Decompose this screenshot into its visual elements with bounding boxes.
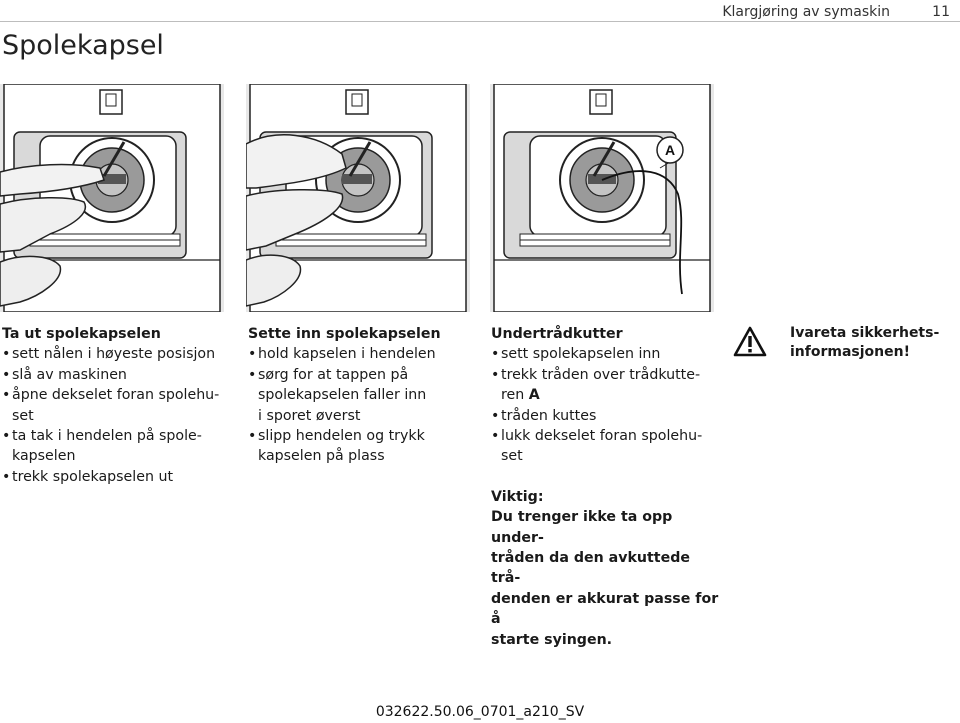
note-heading: Viktig: [491, 488, 544, 505]
bobbin-illustration-svg [0, 84, 224, 312]
instruction-list: sett nålen i høyeste posisjon slå av mas… [2, 344, 232, 487]
list-item: ta tak i hendelen på spole-kapselen [2, 426, 232, 467]
list-item: trekk tråden over trådkutte-ren A [491, 365, 721, 406]
callout-a-label: A [665, 142, 675, 158]
list-item: åpne dekselet foran spolehu-set [2, 385, 232, 426]
note-line: starte syingen. [491, 631, 613, 648]
list-item: lukk dekselet foran spolehu-set [491, 426, 721, 467]
footer-document-code: 032622.50.06_0701_a210_SV [375, 704, 585, 720]
header-section-title: Klargjøring av symaskin [722, 4, 890, 20]
list-item: sett spolekapselen inn [491, 344, 721, 365]
section-heading: Sette inn spolekapselen [248, 326, 441, 342]
note-line: Du trenger ikke ta opp under- [491, 509, 673, 546]
callout-a-icon [656, 136, 684, 164]
note-line: denden er akkurat passe for å [491, 590, 719, 628]
section-heading: Undertrådkutter [491, 326, 623, 342]
instruction-list: sett spolekapselen inn trekk tråden over… [491, 344, 721, 466]
illustration-insert-bobbin-case [246, 84, 470, 312]
column-thread-cutter: Undertrådkutter sett spolekapselen inn t… [491, 324, 721, 650]
list-item: slå av maskinen [2, 365, 232, 386]
bobbin-illustration-svg [246, 84, 470, 312]
note-line: tråden da den avkuttede trå- [491, 550, 690, 587]
page-title: Spolekapsel [2, 30, 164, 61]
instruction-list: hold kapselen i hendelen sørg for at tap… [248, 344, 478, 466]
illustration-remove-bobbin-case [0, 84, 224, 312]
column-remove-bobbin-case: Ta ut spolekapselen sett nålen i høyeste… [2, 324, 232, 488]
section-heading: Ta ut spolekapselen [2, 326, 161, 342]
list-item: trekk spolekapselen ut [2, 467, 232, 488]
list-item: hold kapselen i hendelen [248, 344, 478, 365]
bobbin-illustration-svg: A [490, 84, 714, 312]
warning-text: Ivareta sikkerhets- informasjonen! [790, 325, 940, 360]
warning-triangle-icon [733, 326, 767, 362]
list-item: sett nålen i høyeste posisjon [2, 344, 232, 365]
list-item: tråden kuttes [491, 406, 721, 427]
column-insert-bobbin-case: Sette inn spolekapselen hold kapselen i … [248, 324, 478, 467]
header-rule [0, 21, 960, 22]
illustration-thread-cutter: A [490, 84, 714, 312]
header-page-number: 11 [932, 4, 950, 20]
